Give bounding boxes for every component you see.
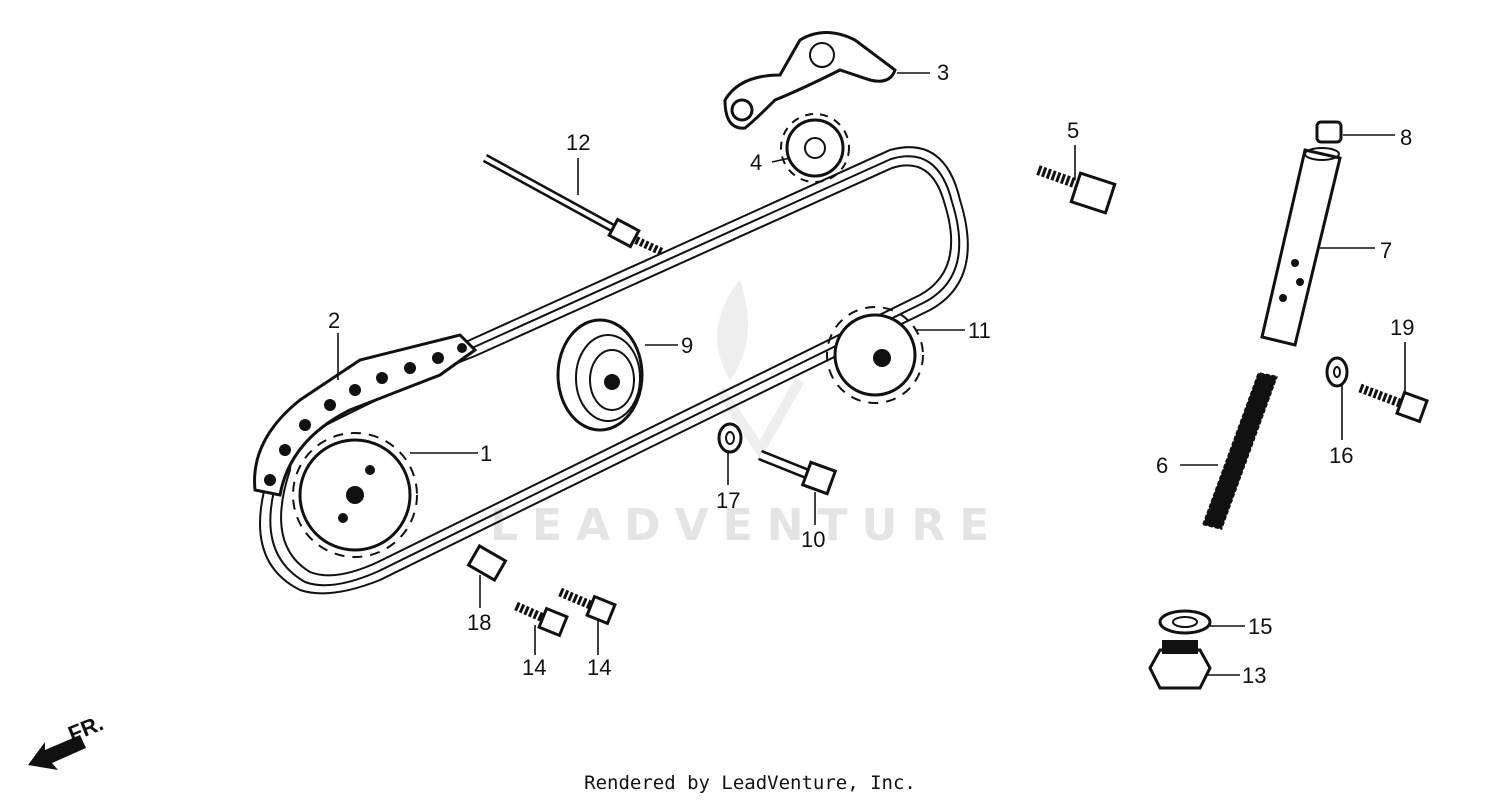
leader-lines [337, 72, 1406, 676]
callout-1: 1 [480, 441, 492, 466]
tensioner-spring [1201, 371, 1280, 531]
tensioner-arm [723, 31, 897, 130]
bolt-14-right [558, 587, 617, 626]
callout-9: 9 [681, 333, 693, 358]
callout-4: 4 [750, 150, 762, 175]
callout-16: 16 [1329, 443, 1353, 468]
callout-2: 2 [328, 308, 340, 333]
callout-18: 18 [467, 610, 491, 635]
callout-12: 12 [566, 130, 590, 155]
guide-roller [556, 318, 644, 432]
pushrod-cap [1315, 120, 1343, 144]
callout-14-right: 14 [587, 655, 611, 680]
cam-sprocket [292, 432, 418, 558]
callout-15: 15 [1248, 614, 1272, 639]
footer-credit: Rendered by LeadVenture, Inc. [584, 772, 916, 794]
tensioner-shaft [482, 154, 664, 256]
watermark: LEADVENTURE [490, 500, 1003, 551]
callout-14-left: 14 [522, 655, 546, 680]
front-label: FR. [65, 710, 107, 746]
idler-sprocket-upper [780, 113, 850, 183]
washer-17 [717, 422, 743, 454]
roller-bolt [757, 449, 838, 496]
bolt-19 [1358, 383, 1429, 424]
sealing-washer [1158, 609, 1212, 635]
front-direction-arrow-icon: FR. [28, 710, 107, 770]
callout-8: 8 [1400, 125, 1412, 150]
pivot-bolt [1036, 165, 1117, 215]
bolt-14-left [514, 601, 569, 638]
collar [466, 543, 508, 583]
callout-10: 10 [801, 527, 825, 552]
callout-13: 13 [1242, 663, 1266, 688]
callout-5: 5 [1067, 118, 1079, 143]
callout-11: 11 [968, 318, 991, 343]
idler-sprocket-lower [826, 306, 924, 404]
callout-7: 7 [1380, 238, 1392, 263]
callout-17: 17 [716, 488, 740, 513]
washer-16 [1325, 356, 1349, 388]
sealing-plug [1148, 640, 1212, 690]
tensioner-pushrod [1260, 147, 1342, 347]
watermark-logo [715, 280, 805, 460]
chain-link-segment [253, 333, 478, 497]
callout-19: 19 [1390, 315, 1414, 340]
callout-6: 6 [1156, 453, 1168, 478]
callout-3: 3 [937, 60, 949, 85]
